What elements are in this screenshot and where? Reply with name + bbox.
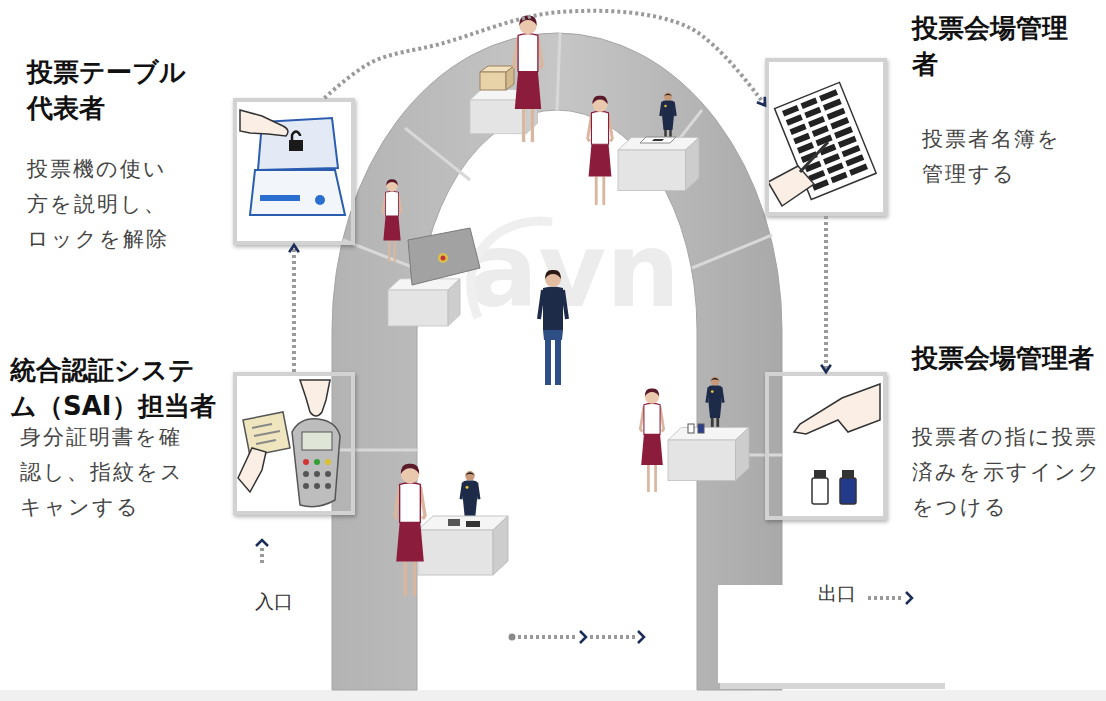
key xyxy=(325,471,331,477)
scanner-icon xyxy=(292,419,340,507)
flow-arrow xyxy=(325,11,766,106)
exit-arrow-head xyxy=(906,592,912,604)
ballot-box xyxy=(480,72,506,90)
key xyxy=(325,483,331,489)
id-card xyxy=(466,521,480,527)
key xyxy=(303,483,309,489)
voter-figure xyxy=(383,179,402,262)
ink-bottle xyxy=(688,424,694,433)
role-description: 身分証明書を確 認し、指紋をス キャンする xyxy=(20,420,205,525)
booth-screen xyxy=(408,228,480,285)
pen-icon xyxy=(800,142,828,172)
voter-figure xyxy=(640,388,663,492)
voting-machine-icon xyxy=(260,195,300,201)
hand-icon xyxy=(794,384,880,434)
role-description: 投票者の指に投票 済みを示すインク をつける xyxy=(912,420,1102,525)
ink-bottle-icon xyxy=(840,478,856,504)
flow-arrow xyxy=(824,216,828,372)
flow-arrow xyxy=(292,245,296,372)
voting-machine-icon xyxy=(315,195,325,205)
ballot-box xyxy=(506,66,514,90)
floor-arrow-head xyxy=(638,631,644,643)
id-card-icon xyxy=(243,412,290,456)
segment-line xyxy=(332,449,417,452)
booth-logo xyxy=(438,253,448,263)
scanner-icon xyxy=(302,432,332,450)
exit-arrow xyxy=(868,596,904,600)
scanner-keypad xyxy=(303,459,331,489)
segment-line xyxy=(557,33,560,110)
blank-patch-edge xyxy=(720,683,945,689)
role-heading: 統合認証システ ム（SAI）担当者 xyxy=(10,352,225,424)
desk xyxy=(618,137,699,190)
role-icon-box: 統合認証システ ム（SAI）担当者身分証明書を確 認し、指紋をス キャンする xyxy=(233,372,355,515)
segment-line xyxy=(405,128,470,180)
key xyxy=(314,483,320,489)
floor-arrow xyxy=(518,635,578,639)
horseshoe-path xyxy=(332,33,782,690)
role-heading: 投票テーブル 代表者 xyxy=(27,54,207,126)
voter-list-sheet xyxy=(640,137,676,143)
desk xyxy=(668,427,749,480)
voter-list-sheet xyxy=(652,139,664,141)
role-heading: 投票会場管理 者 xyxy=(912,10,1082,82)
blank-patch xyxy=(718,585,943,683)
ink-bottle-icon xyxy=(842,470,854,478)
voting-machine-icon xyxy=(250,170,345,215)
key xyxy=(303,459,309,465)
exit-label: 出口 xyxy=(818,584,856,603)
key xyxy=(314,459,320,465)
id-card-icon xyxy=(252,424,280,444)
booth-logo xyxy=(441,256,446,261)
floor-arrow-start xyxy=(509,634,516,641)
entry-arrow-head xyxy=(256,540,268,546)
hand-icon xyxy=(240,110,288,136)
ink-bottle-icon xyxy=(812,478,828,504)
lock-icon xyxy=(289,140,303,151)
role-icon-box: 投票会場管理者投票者の指に投票 済みを示すインク をつける xyxy=(765,372,887,520)
ink-bottle-icon xyxy=(814,470,826,478)
floor-arrow xyxy=(590,635,636,639)
ink-bottle xyxy=(698,424,704,433)
key xyxy=(303,471,309,477)
role-icon-box: 投票会場管理 者投票者名簿を 管理する xyxy=(765,58,887,216)
entrance-label: 入口 xyxy=(255,592,293,611)
floor-band xyxy=(0,690,1106,701)
path-segment-lines xyxy=(332,33,782,455)
fingerprint-device xyxy=(448,519,460,526)
key xyxy=(325,459,331,465)
hand-icon xyxy=(238,448,266,492)
key xyxy=(314,471,320,477)
role-description: 投票者名簿を 管理する xyxy=(922,122,1082,192)
role-description: 投票機の使い 方を説明し、 ロックを解除 xyxy=(27,152,187,257)
lock-icon xyxy=(292,132,300,141)
role-heading: 投票会場管理者 xyxy=(912,340,1102,376)
role-icon-box: 投票テーブル 代表者投票機の使い 方を説明し、 ロックを解除 xyxy=(233,98,355,245)
entry-arrow xyxy=(260,548,264,566)
voter-figure xyxy=(588,96,613,205)
voter-figure xyxy=(395,464,425,596)
hand-icon xyxy=(768,166,814,206)
desk xyxy=(418,516,508,575)
desk xyxy=(388,279,460,326)
segment-line xyxy=(692,235,772,268)
floor-arrow-head xyxy=(580,631,586,643)
finger-icon xyxy=(300,380,330,416)
voter-figure xyxy=(514,15,543,142)
